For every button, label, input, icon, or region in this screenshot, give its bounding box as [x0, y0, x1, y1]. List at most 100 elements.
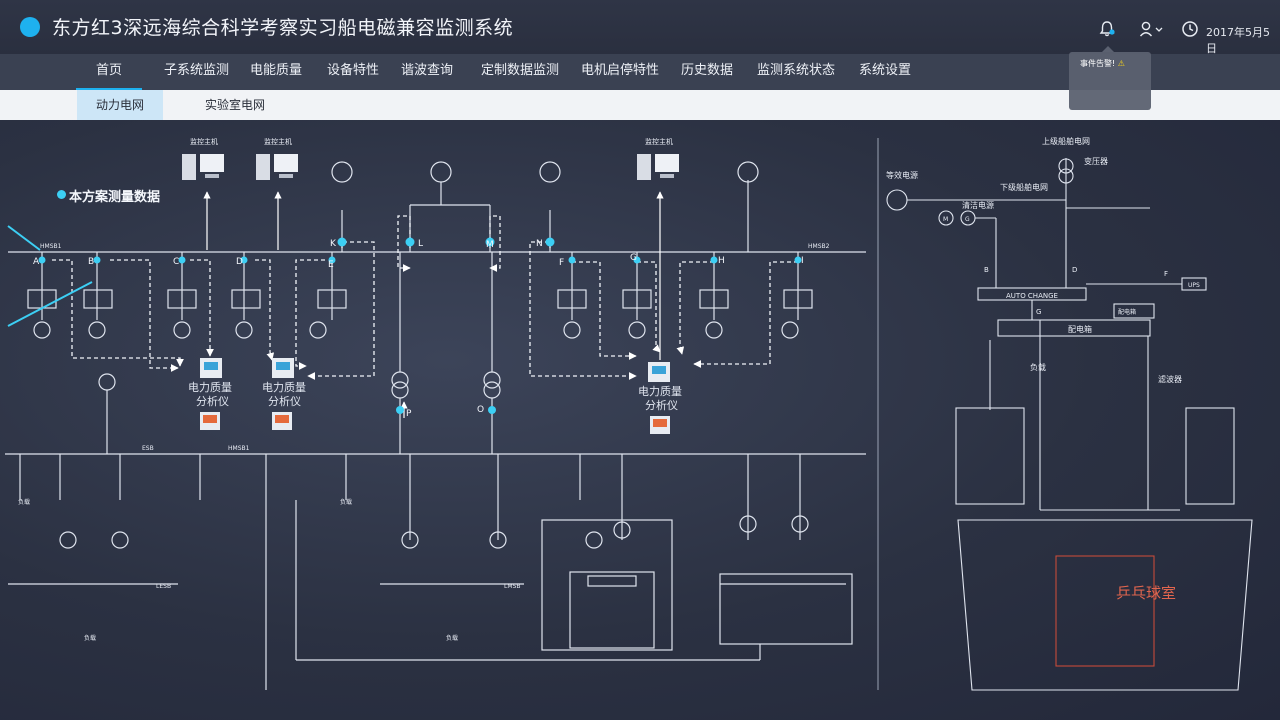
monitor-host-2 — [256, 154, 298, 180]
pq-analyzer-2: 电力质量 分析仪 — [262, 358, 306, 430]
right-node-b: B — [984, 266, 989, 274]
right-node-d: D — [1072, 266, 1077, 274]
load-label-2: 负载 — [340, 498, 352, 506]
monitor-label-1: 监控主机 — [190, 137, 218, 146]
nav-motor-start-stop[interactable]: 电机启停特性 — [581, 63, 660, 78]
pq-analyzer-1: 电力质量 分析仪 — [188, 358, 232, 430]
svg-text:分析仪: 分析仪 — [645, 398, 678, 412]
upper-grid-label: 上级船舶电网 — [1042, 136, 1090, 146]
nav-monitor-status[interactable]: 监测系统状态 — [757, 63, 836, 78]
bus-label-hmsb1: HMSB1 — [40, 243, 62, 250]
bus-label-lmsb: LMSB — [504, 583, 520, 590]
bus-label-hmsb1-low: HMSB1 — [228, 445, 250, 452]
node-d-dot — [240, 256, 248, 264]
transformer-label: 变压器 — [1084, 156, 1108, 166]
nav-history[interactable]: 历史数据 — [681, 63, 734, 78]
alert-popup-arrow — [1102, 46, 1114, 52]
right-panel-labels: 上级船舶电网 等效电源 下级船舶电网 清洁电源 变压器 AUTO CHANGE … — [886, 136, 1200, 602]
alert-message: 事件告警! — [1080, 59, 1116, 68]
node-i-dot — [794, 256, 802, 264]
monitor-host-1 — [182, 154, 224, 180]
measurement-node-labels: A B C D E K L M N F G H I P O — [33, 239, 804, 419]
svg-text:分析仪: 分析仪 — [268, 394, 301, 408]
node-p-dot — [396, 406, 404, 414]
node-h-dot — [710, 256, 718, 264]
warning-icon: ⚠ — [1117, 59, 1125, 68]
ups-label: UPS — [1188, 282, 1200, 289]
bus-label-lesb: LESB — [156, 583, 171, 590]
legend-dot-icon — [57, 190, 66, 199]
node-k-label: K — [330, 239, 337, 249]
node-k-dot — [337, 237, 347, 247]
nav-home[interactable]: 首页 — [76, 54, 142, 90]
node-n-dot — [545, 237, 555, 247]
svg-text:电力质量: 电力质量 — [262, 381, 306, 394]
node-a-label: A — [33, 257, 40, 267]
right-load-label: 负载 — [1030, 362, 1046, 372]
node-f-label: F — [559, 258, 564, 268]
monitor-label-2: 监控主机 — [264, 137, 292, 146]
app-title: 东方红3深远海综合科学考察实习船电磁兼容监测系统 — [52, 17, 514, 39]
node-i-label: I — [801, 256, 804, 266]
alert-text: 事件告警! ⚠ — [1080, 58, 1125, 69]
nav-device-characteristics[interactable]: 设备特性 — [327, 63, 380, 78]
node-g-label: G — [630, 253, 637, 263]
node-o-label: O — [477, 405, 484, 415]
bus-label-esb: ESB — [142, 445, 154, 452]
svg-text:分析仪: 分析仪 — [196, 394, 229, 408]
node-h-label: H — [718, 256, 725, 266]
node-b-label: B — [88, 257, 94, 267]
svg-text:电力质量: 电力质量 — [638, 385, 682, 398]
current-date: 2017年5月5日 — [1206, 26, 1270, 55]
right-node-f: F — [1164, 270, 1168, 278]
node-m-dot — [485, 237, 495, 247]
sub-nav: 动力电网 实验室电网 — [0, 90, 1280, 120]
load-label-1: 负载 — [18, 498, 30, 506]
auto-change-label: AUTO CHANGE — [1006, 292, 1058, 300]
nav-subsystem-monitor[interactable]: 子系统监测 — [164, 63, 230, 78]
right-panel — [886, 158, 1253, 691]
node-g-dot — [633, 256, 641, 264]
node-l-dot — [405, 237, 415, 247]
bus-label-hmsb2: HMSB2 — [808, 243, 830, 250]
distribution-box-label: 配电箱 — [1068, 324, 1092, 334]
svg-text:电力质量: 电力质量 — [188, 381, 232, 394]
tab-lab-grid[interactable]: 实验室电网 — [204, 98, 265, 112]
node-d-label: D — [236, 257, 243, 267]
pq-analyzer-3: 电力质量 分析仪 — [638, 362, 682, 434]
load-label-3: 负载 — [84, 634, 96, 642]
tab-power-grid[interactable]: 动力电网 — [77, 90, 163, 120]
node-o-dot — [488, 406, 496, 414]
measurement-nodes — [38, 237, 802, 414]
node-a-dot — [38, 256, 46, 264]
app-header: 东方红3深远海综合科学考察实习船电磁兼容监测系统 2017年5月5日 — [0, 0, 1280, 55]
diagram-svg: 监控主机 监控主机 监控主机 电力质量 分析仪 电力质量 分析仪 电力质量 分析… — [5, 136, 1253, 691]
lower-grid-label: 下级船舶电网 — [1000, 182, 1048, 192]
node-e-label: E — [328, 260, 334, 270]
node-p-label: P — [406, 409, 412, 419]
node-f-dot — [568, 256, 576, 264]
alert-popup[interactable] — [1069, 52, 1151, 110]
pointer-arrows — [7, 225, 93, 327]
nav-harmonic-query[interactable]: 谐波查询 — [401, 63, 454, 78]
node-c-dot — [178, 256, 186, 264]
filter-label: 滤波器 — [1158, 374, 1182, 384]
distribution-box-label-2: 配电箱 — [1118, 308, 1136, 316]
clean-source-label: 清洁电源 — [962, 200, 994, 210]
node-e-dot — [328, 256, 336, 264]
nav-power-quality[interactable]: 电能质量 — [250, 63, 303, 78]
single-line-diagram: 监控主机 监控主机 监控主机 电力质量 分析仪 电力质量 分析仪 电力质量 分析… — [0, 120, 1280, 720]
equiv-source-label: 等效电源 — [886, 170, 918, 180]
logo-icon — [20, 17, 40, 37]
right-node-m: M — [943, 216, 948, 223]
nav-settings[interactable]: 系统设置 — [859, 63, 912, 78]
node-m-label: M — [486, 240, 494, 250]
node-l-label: L — [418, 239, 423, 249]
node-b-dot — [93, 256, 101, 264]
right-node-g: G — [1036, 308, 1041, 316]
right-node-g2: G — [965, 216, 970, 223]
node-n-label: N — [536, 239, 543, 249]
monitor-host-3 — [637, 154, 679, 180]
nav-custom-data[interactable]: 定制数据监测 — [481, 63, 560, 78]
main-nav: 首页 子系统监测 电能质量 设备特性 谐波查询 定制数据监测 电机启停特性 历史… — [0, 54, 1280, 90]
